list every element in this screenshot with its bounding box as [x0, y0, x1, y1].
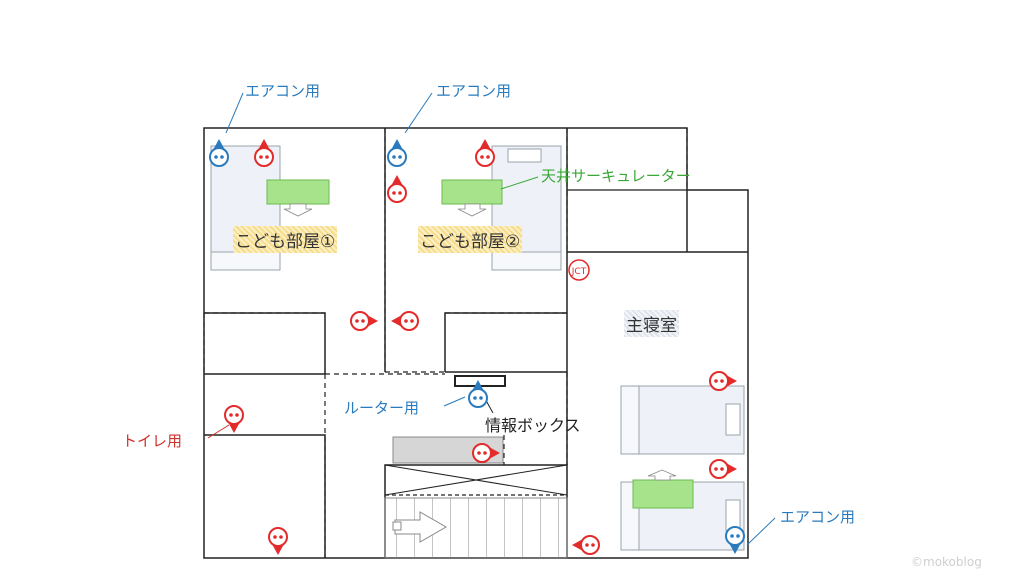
note-toilet: トイレ用: [122, 432, 183, 450]
room-label-kids2: こども部屋②: [418, 226, 523, 253]
outlet-stair-icon: [572, 535, 600, 555]
closet1-wall: [204, 312, 326, 374]
outlet-toilet-icon: [224, 405, 244, 433]
outlet-corridor-icon: [472, 443, 500, 463]
kids2-bed: [491, 145, 562, 271]
outlet-aircon-kids2-icon: [387, 139, 407, 167]
note-aircon-2: エアコン用: [436, 82, 512, 100]
room-label-kids1: こども部屋①: [233, 226, 338, 253]
outlet-closet1-icon: [350, 311, 378, 331]
jct-mark: JCT: [568, 259, 590, 281]
note-info-box: 情報ボックス: [485, 416, 581, 435]
circulator-kids1: [266, 179, 330, 217]
circulator-kids2: [441, 179, 503, 217]
outlet-kids2-left-icon: [387, 175, 407, 203]
stair-direction-arrow: [394, 511, 448, 543]
outlet-aircon-master-icon: [725, 526, 745, 554]
note-aircon-1: エアコン用: [245, 82, 321, 100]
closet2-wall: [444, 312, 567, 372]
outlet-kids2-top-icon: [475, 139, 495, 167]
note-router: ルーター用: [344, 399, 420, 417]
circulators: [266, 179, 694, 509]
leader-lines: [207, 92, 776, 546]
jct-text: JCT: [571, 267, 587, 277]
outlet-bottom-left-icon: [268, 527, 288, 555]
dashed-partitions: [203, 128, 688, 558]
outlet-master-1-icon: [709, 371, 737, 391]
master-bed-1: [620, 385, 745, 455]
toilet-wall: [204, 434, 326, 558]
outlet-aircon-kids1-icon: [209, 139, 229, 167]
outlet-closet2-icon: [391, 311, 419, 331]
note-circulator: 天井サーキュレーター: [541, 167, 691, 185]
circulator-master: [632, 469, 694, 509]
outlet-master-2-icon: [709, 459, 737, 479]
room-label-master: 主寝室: [624, 310, 679, 337]
staircase: [384, 464, 568, 559]
outlet-router-icon: [468, 380, 488, 408]
note-aircon-3: エアコン用: [780, 508, 856, 526]
outlet-kids1-top-icon: [254, 139, 274, 167]
outlets: [209, 139, 745, 555]
watermark: ©mokoblog: [911, 555, 982, 569]
